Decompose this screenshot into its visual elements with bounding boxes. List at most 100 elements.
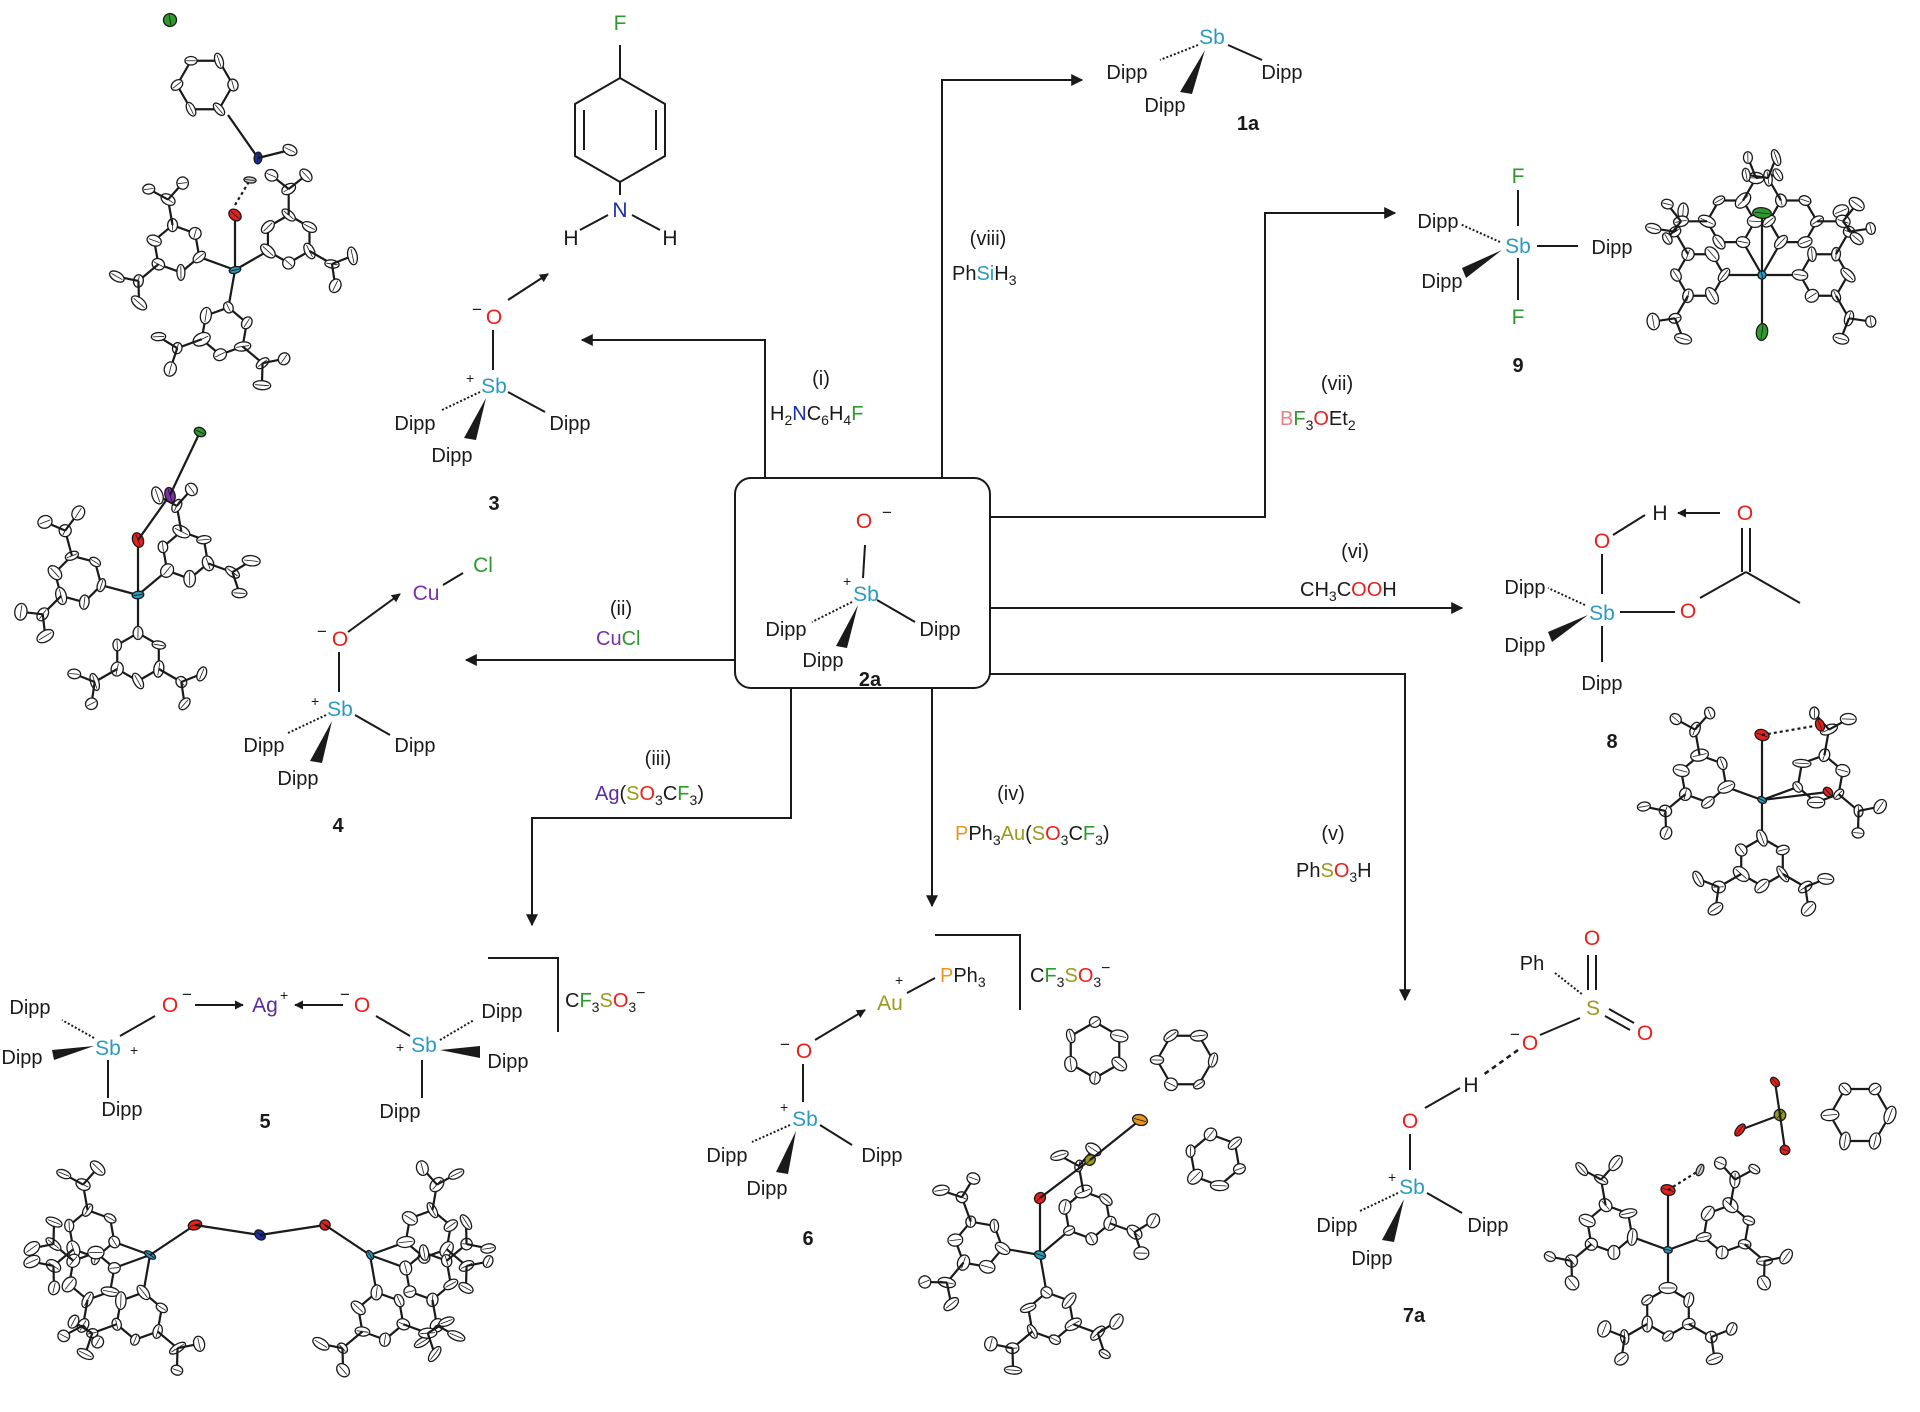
atom-ellipsoid-axis xyxy=(1577,1164,1587,1174)
sb-label: Sb xyxy=(481,375,507,398)
atom-ellipsoid-axis xyxy=(1709,904,1722,913)
compound-number: 1a xyxy=(1237,113,1260,135)
sb-label: Sb xyxy=(327,698,353,721)
atom-ellipsoid-axis xyxy=(1601,1322,1607,1336)
atom-ellipsoid-axis xyxy=(1206,1130,1215,1139)
atom-ellipsoid-axis xyxy=(52,1282,56,1294)
dipp-label: Dipp xyxy=(1504,635,1545,657)
reaction-number: (v) xyxy=(1321,823,1344,845)
atom-ellipsoid-axis xyxy=(83,596,86,608)
atom-ellipsoid-axis xyxy=(1819,877,1833,881)
atom-ellipsoid-axis xyxy=(1777,848,1788,852)
atom-ellipsoid-axis xyxy=(1822,1113,1838,1117)
atom-ellipsoid-axis xyxy=(19,605,23,619)
dipp-label: Dipp xyxy=(1316,1215,1357,1237)
atom-ellipsoid-axis xyxy=(178,182,188,184)
atom-ellipsoid-axis xyxy=(1069,1057,1072,1071)
atom-ellipsoid-axis xyxy=(68,1220,70,1231)
reagent-vi: (vi) CH3COOH xyxy=(1300,541,1397,604)
reagent-vii: (vii) BF3OEt2 xyxy=(1280,373,1356,433)
compound-5: Sb + O − Ag + O − Sb + Dipp Dipp Dipp Di… xyxy=(1,957,646,1133)
atom-ellipsoid-axis xyxy=(157,1304,167,1311)
sb-label: Sb xyxy=(411,1034,437,1057)
atom-ellipsoid-axis xyxy=(1662,202,1673,206)
atom-ellipsoid-axis xyxy=(1708,1355,1721,1362)
atom-ellipsoid-axis xyxy=(215,352,225,358)
dipp-label: Dipp xyxy=(1504,577,1545,599)
charge-plus: + xyxy=(466,370,474,386)
atom-ellipsoid-axis xyxy=(133,297,145,308)
bond-line xyxy=(324,1224,371,1256)
atom-ellipsoid-axis xyxy=(1773,151,1779,164)
atom-ellipsoid-axis xyxy=(1210,1054,1216,1066)
sb-label: Sb xyxy=(853,583,879,606)
atom-ellipsoid-axis xyxy=(153,643,165,647)
dipp-label: Dipp xyxy=(549,413,590,435)
charge-minus: − xyxy=(317,622,327,641)
bond-line xyxy=(1089,1119,1141,1161)
pph3-label: PPh3 xyxy=(940,965,986,990)
atom-ellipsoid-axis xyxy=(1869,317,1872,327)
atom-ellipsoid-axis xyxy=(303,223,316,231)
atom-ellipsoid-axis xyxy=(154,488,161,503)
dipp-label: Dipp xyxy=(1417,211,1458,233)
compound-2a: O − Sb + Dipp Dipp Dipp 2a xyxy=(765,503,960,691)
atom-ellipsoid-axis xyxy=(168,14,172,26)
atom-ellipsoid-axis xyxy=(1100,1351,1110,1357)
atom-ellipsoid-axis xyxy=(1063,1201,1067,1213)
atom-ellipsoid-axis xyxy=(199,668,205,680)
reagent-iv: (iv) PPh3Au(SO3CF3) xyxy=(955,783,1110,848)
compound-4: Cu Cl O − Sb + Dipp Dipp Dipp 4 xyxy=(243,554,492,837)
atom-ellipsoid-axis xyxy=(1113,1059,1125,1069)
atom-ellipsoid-axis xyxy=(47,1219,61,1225)
atom-ellipsoid-axis xyxy=(69,673,80,675)
reaction-number: (iv) xyxy=(997,783,1025,805)
h-label: H xyxy=(1652,502,1667,525)
atom-ellipsoid-axis xyxy=(1876,801,1884,812)
bond-line xyxy=(137,494,171,541)
crystal-structure xyxy=(1543,1076,1897,1366)
atom-ellipsoid-axis xyxy=(1035,1253,1045,1257)
atom-ellipsoid-axis xyxy=(1843,1133,1847,1149)
charge-minus: − xyxy=(472,300,482,319)
atom-ellipsoid-axis xyxy=(1793,273,1807,277)
atom-ellipsoid-axis xyxy=(226,303,231,312)
atom-ellipsoid-axis xyxy=(172,81,182,89)
atom-ellipsoid-axis xyxy=(111,1237,118,1247)
atom-ellipsoid-axis xyxy=(1234,1166,1245,1171)
atom-ellipsoid-axis xyxy=(1841,1085,1849,1093)
atom-ellipsoid-axis xyxy=(1112,1034,1127,1038)
atom-ellipsoid-axis xyxy=(1189,1171,1201,1182)
atom-ellipsoid-axis xyxy=(1811,248,1813,261)
atom-ellipsoid-axis xyxy=(74,507,82,519)
compound-number: 8 xyxy=(1606,731,1617,753)
atom-ellipsoid-axis xyxy=(1150,1215,1157,1227)
dipp-label: Dipp xyxy=(861,1145,902,1167)
reagent-formula: CH3COOH xyxy=(1300,579,1397,604)
dipp-label: Dipp xyxy=(1591,237,1632,259)
reagent-formula: PPh3Au(SO3CF3) xyxy=(955,823,1110,848)
atom-ellipsoid-axis xyxy=(1672,270,1680,280)
atom-ellipsoid-axis xyxy=(1101,1195,1111,1204)
o-label: O xyxy=(486,306,502,329)
dipp-label: Dipp xyxy=(919,619,960,641)
o-label: O xyxy=(796,1040,812,1063)
atom-ellipsoid-axis xyxy=(1778,867,1788,881)
atom-ellipsoid-axis xyxy=(934,1188,948,1192)
o-label: O xyxy=(1584,927,1600,950)
n-label: N xyxy=(612,199,627,222)
atom-ellipsoid-axis xyxy=(1834,336,1848,341)
atom-ellipsoid-axis xyxy=(172,1368,182,1373)
atom-ellipsoid-axis xyxy=(1745,169,1748,181)
atom-ellipsoid-axis xyxy=(39,519,51,525)
arrow-vii xyxy=(990,207,1397,518)
charge-plus: + xyxy=(843,573,851,589)
atom-ellipsoid-axis xyxy=(1663,828,1669,838)
atom-ellipsoid-axis xyxy=(993,1220,996,1232)
atom-ellipsoid-axis xyxy=(1744,1218,1754,1223)
atom-ellipsoid-axis xyxy=(78,1350,92,1358)
atom-ellipsoid-axis xyxy=(163,565,172,576)
atom-ellipsoid-axis xyxy=(1794,783,1801,791)
atom-ellipsoid-axis xyxy=(148,238,160,243)
atom-ellipsoid-axis xyxy=(1094,1073,1096,1083)
